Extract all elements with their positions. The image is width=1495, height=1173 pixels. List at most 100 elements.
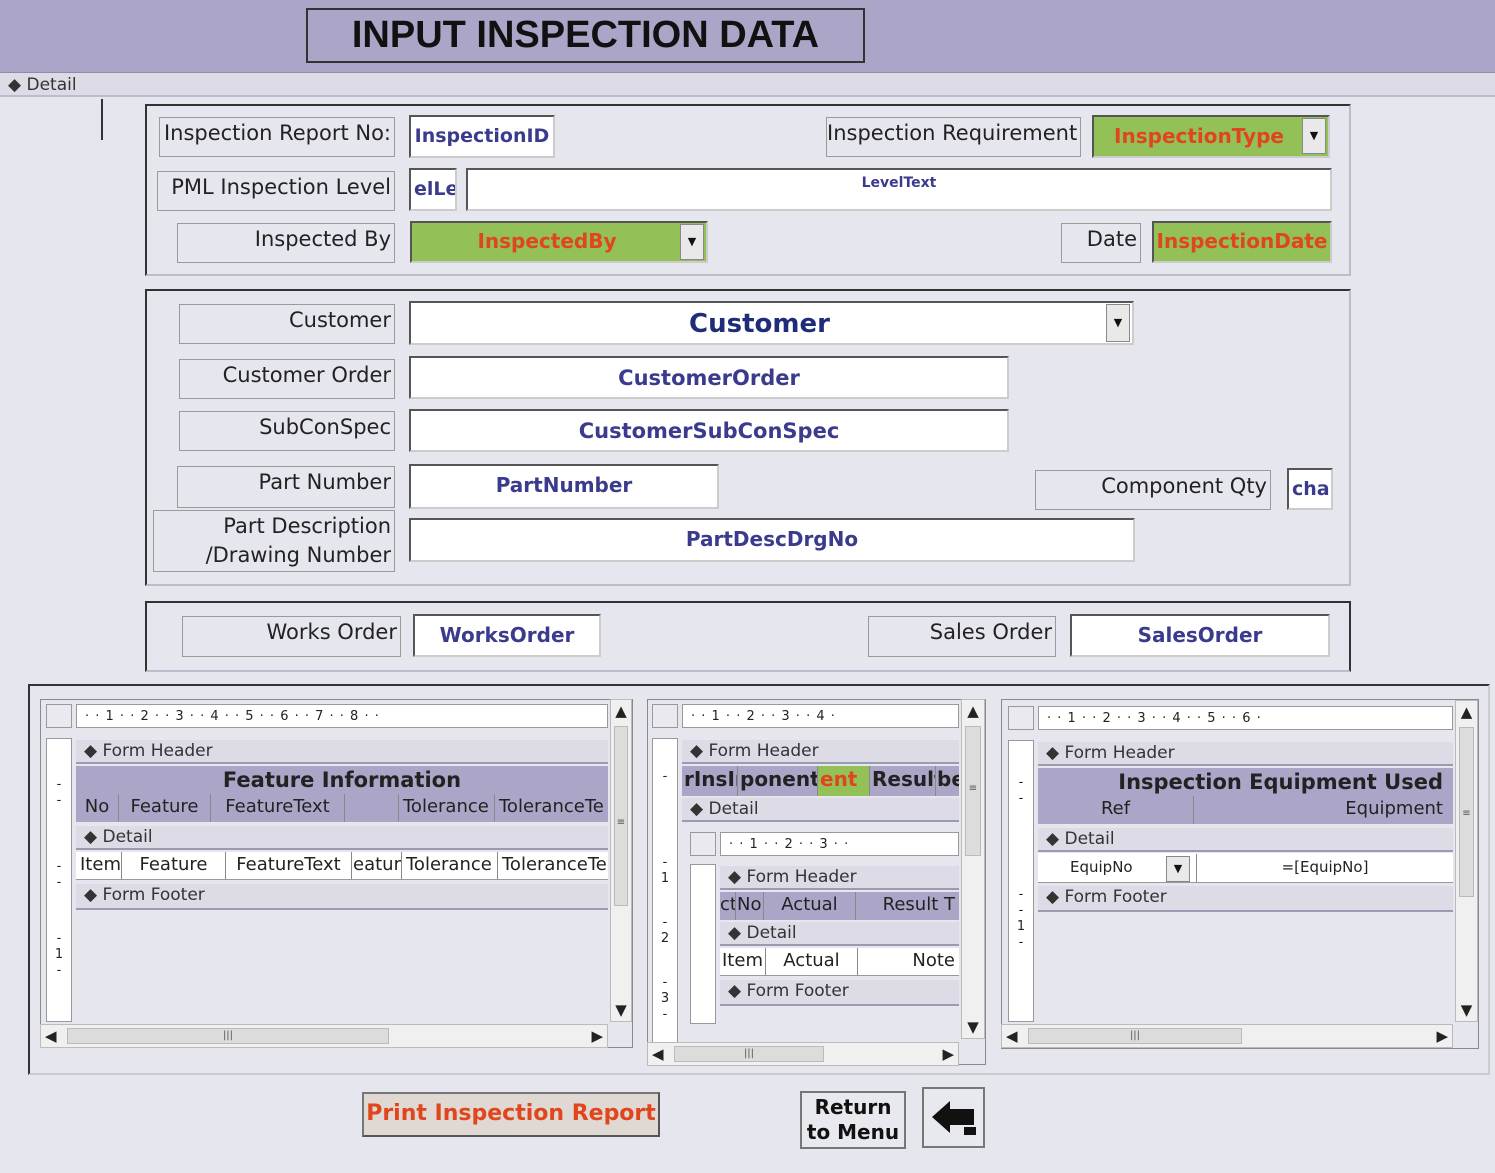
- scroll-right-arrow-icon[interactable]: ▶: [942, 1045, 954, 1063]
- form-header-bar[interactable]: ◆ Form Header: [682, 740, 959, 764]
- horizontal-ruler: · · 1 · · 2 · · 3 · · 4 · · 5 · · 6 ·: [1038, 706, 1453, 730]
- scroll-thumb[interactable]: ≡: [1459, 727, 1474, 897]
- requirement-field[interactable]: InspectionType: [1092, 115, 1330, 158]
- column-header[interactable]: Ref: [1038, 796, 1194, 824]
- horizontal-scrollbar[interactable]: ◀ ||| ▶: [647, 1042, 959, 1066]
- form-footer-bar[interactable]: ◆ Form Footer: [1038, 886, 1453, 912]
- horizontal-scrollbar[interactable]: ◀ ||| ▶: [40, 1024, 608, 1048]
- scroll-right-arrow-icon[interactable]: ▶: [1436, 1027, 1448, 1045]
- heading-cell[interactable]: ent: [818, 766, 870, 796]
- detail-label: Detail: [102, 827, 153, 847]
- pml-level-field[interactable]: elLe: [409, 168, 457, 211]
- inner-form-footer-bar[interactable]: ◆ Form Footer: [720, 980, 959, 1006]
- component-qty-field[interactable]: cha:: [1287, 468, 1333, 510]
- form-header-bar[interactable]: ◆ Form Header: [76, 740, 608, 764]
- detail-bar[interactable]: ◆ Detail: [76, 826, 608, 850]
- detail-bar[interactable]: ◆ Detail: [1038, 828, 1453, 852]
- customer-order-field[interactable]: CustomerOrder: [409, 356, 1009, 399]
- feature-field[interactable]: Feature: [122, 852, 226, 879]
- return-to-menu-button[interactable]: Return to Menu: [800, 1091, 906, 1149]
- customer-dropdown-button[interactable]: ▼: [1106, 304, 1130, 342]
- scroll-thumb[interactable]: |||: [67, 1028, 389, 1044]
- vertical-scrollbar[interactable]: ▲ ≡ ▼: [610, 699, 632, 1022]
- heading-cell[interactable]: be: [937, 767, 959, 791]
- report-no-field[interactable]: InspectionID: [409, 115, 555, 158]
- back-button[interactable]: [922, 1087, 985, 1148]
- scroll-up-arrow-icon[interactable]: ▲: [967, 702, 979, 720]
- tolerance-field[interactable]: Tolerance: [402, 852, 498, 879]
- scroll-thumb[interactable]: ≡: [965, 726, 981, 856]
- heading-cell[interactable]: Result: [870, 766, 936, 796]
- scroll-left-arrow-icon[interactable]: ◀: [1006, 1027, 1018, 1045]
- scroll-thumb[interactable]: |||: [1028, 1028, 1242, 1044]
- scroll-left-arrow-icon[interactable]: ◀: [45, 1027, 57, 1045]
- ruler-tick: -: [1018, 791, 1024, 806]
- level-text-field[interactable]: LevelText: [466, 168, 1332, 211]
- note-field[interactable]: Note: [912, 950, 955, 971]
- inspected-by-label: Inspected By: [177, 223, 395, 263]
- detail-section-label: Detail: [26, 75, 77, 95]
- ruler-corner: [1008, 706, 1034, 730]
- print-inspection-report-button[interactable]: Print Inspection Report: [362, 1092, 660, 1137]
- inner-form-header-bar[interactable]: ◆ Form Header: [720, 866, 959, 890]
- sales-order-field[interactable]: SalesOrder: [1070, 614, 1330, 657]
- chevron-down-icon: ▼: [1113, 316, 1123, 329]
- subconspec-field[interactable]: CustomerSubConSpec: [409, 409, 1009, 452]
- column-header[interactable]: Equipment: [1345, 798, 1443, 819]
- inner-detail-bar[interactable]: ◆ Detail: [720, 922, 959, 946]
- item-field[interactable]: Item: [720, 948, 766, 975]
- form-footer-bar[interactable]: ◆ Form Footer: [76, 884, 608, 910]
- ruler-tick: -: [56, 931, 62, 946]
- back-arrow-icon: [932, 1101, 976, 1135]
- column-header[interactable]: ToleranceTe: [499, 796, 604, 817]
- inspected-by-dropdown-button[interactable]: ▼: [680, 224, 704, 260]
- column-header[interactable]: Tolerance: [399, 794, 495, 822]
- ruler-tick: 1: [1016, 919, 1026, 934]
- scroll-up-arrow-icon[interactable]: ▲: [615, 702, 627, 720]
- equip-no-dropdown-button[interactable]: ▼: [1166, 856, 1190, 882]
- inspected-by-field[interactable]: InspectedBy: [410, 221, 708, 263]
- form-header-bar[interactable]: ◆ Form Header: [1038, 742, 1453, 766]
- ruler-tick: -: [662, 855, 668, 870]
- scroll-down-arrow-icon[interactable]: ▼: [615, 1001, 627, 1019]
- column-header[interactable]: Nor: [736, 892, 764, 920]
- scroll-down-arrow-icon[interactable]: ▼: [1460, 1001, 1473, 1019]
- scroll-right-arrow-icon[interactable]: ▶: [591, 1027, 603, 1045]
- heading-cell[interactable]: ponent: [738, 766, 818, 796]
- column-header[interactable]: [345, 794, 399, 822]
- part-number-field[interactable]: PartNumber: [409, 464, 719, 509]
- feature-field-2[interactable]: eatur: [352, 852, 402, 879]
- horizontal-scrollbar[interactable]: ◀ ||| ▶: [1001, 1024, 1453, 1048]
- heading-cell[interactable]: rInsIn: [682, 766, 738, 796]
- scroll-thumb[interactable]: ≡: [614, 726, 628, 906]
- actual-field[interactable]: Actual: [766, 948, 858, 975]
- item-field[interactable]: Item: [76, 852, 122, 879]
- equip-no-combo[interactable]: EquipNo: [1070, 858, 1133, 876]
- vertical-scrollbar[interactable]: ▲ ≡ ▼: [1455, 700, 1478, 1022]
- column-header[interactable]: cti: [720, 892, 736, 920]
- column-header[interactable]: Feature: [119, 794, 211, 822]
- feature-text-field[interactable]: FeatureText: [226, 852, 352, 879]
- detail-bar[interactable]: ◆ Detail: [682, 798, 959, 822]
- equipment-expression-field[interactable]: =[EquipNo]: [1196, 854, 1453, 882]
- part-description-field[interactable]: PartDescDrgNo: [409, 518, 1135, 562]
- tolerance-text-field[interactable]: ToleranceTe: [502, 854, 607, 875]
- ruler-tick: -: [1018, 903, 1024, 918]
- scroll-left-arrow-icon[interactable]: ◀: [652, 1045, 664, 1063]
- part-description-label: Part Description /Drawing Number: [153, 510, 395, 572]
- inner-horizontal-ruler: · · 1 · · 2 · · 3 · ·: [720, 832, 959, 856]
- scroll-down-arrow-icon[interactable]: ▼: [967, 1018, 979, 1036]
- inspection-date-field[interactable]: InspectionDate: [1152, 221, 1332, 263]
- column-header[interactable]: Actual: [764, 892, 856, 920]
- subforms-container: [28, 684, 1490, 1075]
- scroll-thumb[interactable]: |||: [674, 1046, 824, 1062]
- column-header[interactable]: No: [76, 794, 119, 822]
- column-header[interactable]: FeatureText: [211, 794, 345, 822]
- scroll-up-arrow-icon[interactable]: ▲: [1460, 703, 1473, 721]
- works-order-field[interactable]: WorksOrder: [413, 614, 601, 657]
- inner-ruler-corner: [690, 832, 716, 856]
- requirement-dropdown-button[interactable]: ▼: [1302, 118, 1326, 154]
- column-header[interactable]: Result T: [882, 894, 955, 915]
- vertical-scrollbar[interactable]: ▲ ≡ ▼: [961, 699, 985, 1039]
- customer-combo[interactable]: Customer: [409, 301, 1134, 345]
